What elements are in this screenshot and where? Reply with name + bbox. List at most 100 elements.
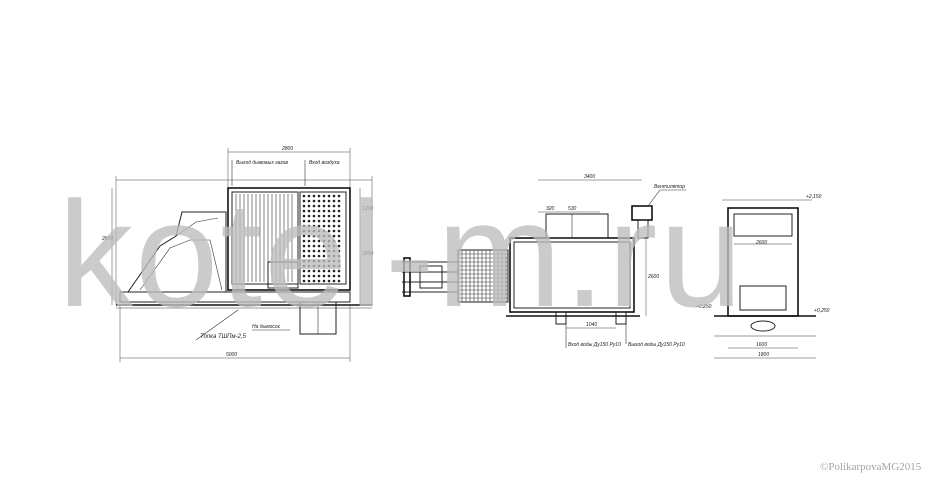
end-inlet-flange	[750, 320, 776, 332]
convective-tube	[332, 229, 336, 233]
dim-height: 2600	[101, 236, 113, 242]
side-boiler-inner	[513, 241, 631, 309]
convective-tube	[332, 214, 336, 218]
convective-tube	[302, 199, 306, 203]
convective-tube	[327, 249, 331, 253]
dim-total-width: 5000	[226, 352, 237, 358]
convective-tube	[307, 219, 311, 223]
convective-tube	[312, 274, 316, 278]
convective-tube	[322, 244, 326, 248]
convective-tube	[337, 264, 341, 268]
convective-tube	[317, 274, 321, 278]
convective-tube	[337, 274, 341, 278]
convective-tube	[307, 224, 311, 228]
convective-tube	[317, 269, 321, 273]
leader-line	[195, 309, 239, 341]
convective-tube	[312, 259, 316, 263]
convective-tube	[332, 199, 336, 203]
grate-frame	[119, 291, 351, 303]
convective-tube	[317, 199, 321, 203]
dim-side-height: 2600	[647, 274, 659, 280]
side-view: 3400 320 530 Вентилятор 1040 2600	[402, 174, 686, 348]
convective-tube	[337, 199, 341, 203]
convective-tube	[302, 239, 306, 243]
convective-tube	[307, 244, 311, 248]
note-flue-gas: Выход дымовых газов	[236, 160, 288, 166]
convective-tube	[327, 274, 331, 278]
dim-right-small: 1200	[362, 206, 373, 212]
hopper-inner-top	[175, 217, 219, 237]
convective-tube	[322, 239, 326, 243]
convective-tube	[327, 214, 331, 218]
convective-tube	[312, 194, 316, 198]
convective-tube	[312, 214, 316, 218]
fan-duct	[637, 219, 649, 239]
convective-tube	[332, 259, 336, 263]
end-ash-door	[739, 285, 787, 311]
convective-tube	[332, 194, 336, 198]
convective-tube	[317, 264, 321, 268]
convective-tube	[337, 249, 341, 253]
convective-tube	[317, 209, 321, 213]
convective-tube	[302, 214, 306, 218]
convective-tube	[317, 239, 321, 243]
convective-tube	[322, 264, 326, 268]
convective-tube	[327, 279, 331, 283]
convective-tube	[327, 269, 331, 273]
convective-tube	[307, 279, 311, 283]
note-air-inlet: Вход воздуха	[309, 160, 340, 166]
end-width: 1800	[758, 352, 769, 358]
hopper-inner	[139, 239, 223, 291]
end-top-drum	[733, 213, 793, 237]
convective-tube	[317, 254, 321, 258]
convective-tube	[337, 224, 341, 228]
convective-tube	[322, 274, 326, 278]
convective-tube	[322, 199, 326, 203]
convective-tube	[327, 219, 331, 223]
convective-tube	[322, 249, 326, 253]
convective-tube	[302, 244, 306, 248]
convective-tube	[322, 269, 326, 273]
convective-tube	[307, 204, 311, 208]
dim-side-top: 3400	[584, 174, 595, 180]
convective-tube	[317, 229, 321, 233]
convective-tube	[332, 209, 336, 213]
convective-tube	[317, 259, 321, 263]
convective-tube	[317, 249, 321, 253]
convective-tube	[307, 239, 311, 243]
convective-tube	[327, 264, 331, 268]
end-height: 2600	[755, 240, 767, 246]
caption-furnace: Топка ТШПм-2,5	[200, 334, 247, 340]
convective-tube	[302, 219, 306, 223]
convective-tube	[307, 254, 311, 258]
convective-tube	[312, 254, 316, 258]
convective-tube	[322, 209, 326, 213]
tube-bank-right-tubes	[302, 194, 341, 283]
convective-tube	[322, 194, 326, 198]
water-outlet-pipe	[615, 311, 627, 325]
convective-tube	[312, 234, 316, 238]
convective-tube	[307, 249, 311, 253]
convective-tube	[327, 209, 331, 213]
convective-tube	[337, 269, 341, 273]
convective-tube	[337, 279, 341, 283]
convective-tube	[337, 259, 341, 263]
convective-tube	[307, 269, 311, 273]
convective-tube	[307, 259, 311, 263]
convective-tube	[337, 209, 341, 213]
convective-tube	[332, 239, 336, 243]
convective-tube	[302, 259, 306, 263]
convective-tube	[302, 229, 306, 233]
convective-tube	[317, 244, 321, 248]
end-level-left: +0,250	[696, 304, 712, 310]
convective-tube	[317, 279, 321, 283]
water-inlet-pipe	[555, 311, 567, 325]
leader-line	[647, 189, 661, 207]
tube-bank-left	[231, 191, 299, 285]
copyright: ©PolikarpovaMG2015	[820, 461, 922, 473]
convective-tube	[337, 204, 341, 208]
convective-tube	[307, 194, 311, 198]
convective-tube	[302, 194, 306, 198]
convective-tube	[337, 234, 341, 238]
